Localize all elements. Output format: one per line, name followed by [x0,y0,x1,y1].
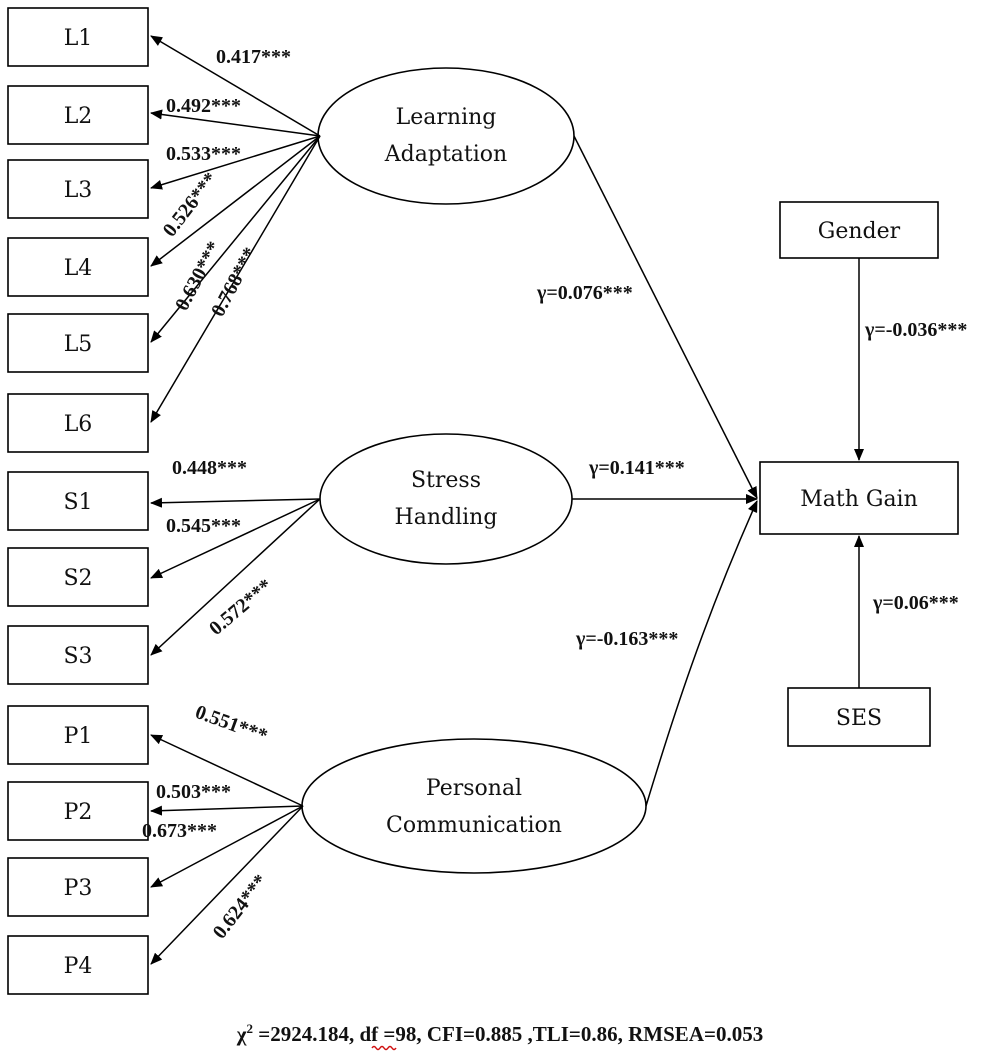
svg-text:L4: L4 [64,256,93,281]
svg-text:Adaptation: Adaptation [384,142,507,167]
indicator-L1: L1 [7,7,149,67]
indicator-P3: P3 [7,857,149,917]
fit-statistics: χ2 =2924.184, df =98, CFI=0.885 ,TLI=0.8… [236,1021,763,1046]
svg-text:L5: L5 [64,332,93,357]
path-arrow-personal-to-math [645,500,758,807]
path-label-stress: γ=0.141*** [588,457,685,479]
indicator-S2: S2 [7,547,149,607]
loading-label-L4: 0.526*** [159,168,223,241]
svg-text:P3: P3 [64,876,93,901]
loading-arrow-L4 [150,135,321,267]
indicator-P1: P1 [7,705,149,765]
indicator-L2: L2 [7,85,149,145]
loading-label-S3: 0.572*** [205,575,277,640]
loading-label-L3: 0.533*** [166,143,241,165]
loading-arrow-P3 [150,805,304,888]
latent-personal-communication: Personal Communication [301,738,647,874]
loading-arrow-L6 [150,135,321,423]
path-label-ses: γ=0.06*** [872,592,959,614]
loading-arrow-L1 [150,35,321,137]
path-label-gender: γ=-0.036*** [864,319,967,341]
indicator-S1: S1 [7,471,149,531]
loading-arrow-L5 [150,135,321,343]
loading-arrow-S2 [150,498,321,579]
indicator-P2: P2 [7,781,149,841]
indicator-S3: S3 [7,625,149,685]
loading-label-P2: 0.503*** [156,781,231,803]
outcome-math-gain: Math Gain [759,461,959,535]
path-arrow-learning-to-math [573,135,758,499]
indicator-L3: L3 [7,159,149,219]
loading-arrow-S1 [150,497,321,508]
svg-text:L1: L1 [64,26,93,51]
indicator-L6: L6 [7,393,149,453]
loading-label-L1: 0.417*** [216,46,291,68]
svg-text:Personal: Personal [426,776,522,801]
latent-stress-handling: Stress Handling [319,433,573,565]
latent-learning-adaptation: Learning Adaptation [317,67,575,205]
loading-arrow-L3 [150,135,321,190]
covariate-gender: Gender [779,201,939,259]
svg-text:S2: S2 [63,566,92,591]
svg-text:SES: SES [836,706,882,731]
svg-text:L6: L6 [64,412,93,437]
loading-arrow-P2 [150,805,304,816]
indicator-L5: L5 [7,313,149,373]
loading-arrow-P4 [150,805,304,965]
spellcheck-underline [371,1045,397,1051]
covariate-ses: SES [787,687,931,747]
svg-text:P2: P2 [64,800,93,825]
indicator-P4: P4 [7,935,149,995]
svg-text:Gender: Gender [818,219,901,244]
loading-arrow-L2 [150,109,321,137]
loading-label-S2: 0.545*** [166,515,241,537]
loading-label-P4: 0.624*** [209,870,273,943]
loading-label-S1: 0.448*** [172,457,247,479]
svg-text:L2: L2 [64,104,93,129]
loading-label-P1: 0.551*** [192,701,270,747]
svg-text:Communication: Communication [386,813,562,838]
svg-text:L3: L3 [64,178,93,203]
path-label-learning: γ=0.076*** [536,282,633,304]
path-label-personal: γ=-0.163*** [575,628,678,650]
indicator-L4: L4 [7,237,149,297]
fit-df-label: df [359,1022,379,1046]
svg-text:P1: P1 [64,724,93,749]
svg-text:P4: P4 [64,954,93,979]
svg-text:Math Gain: Math Gain [800,487,918,512]
svg-text:Stress: Stress [411,468,481,493]
loading-label-L2: 0.492*** [166,95,241,117]
loading-arrow-S3 [150,498,321,656]
svg-text:S1: S1 [63,490,92,515]
svg-text:S3: S3 [63,644,92,669]
svg-text:Handling: Handling [395,505,498,530]
svg-text:Learning: Learning [396,105,497,130]
loading-arrow-P1 [150,734,304,807]
loading-label-P3: 0.673*** [142,820,217,842]
